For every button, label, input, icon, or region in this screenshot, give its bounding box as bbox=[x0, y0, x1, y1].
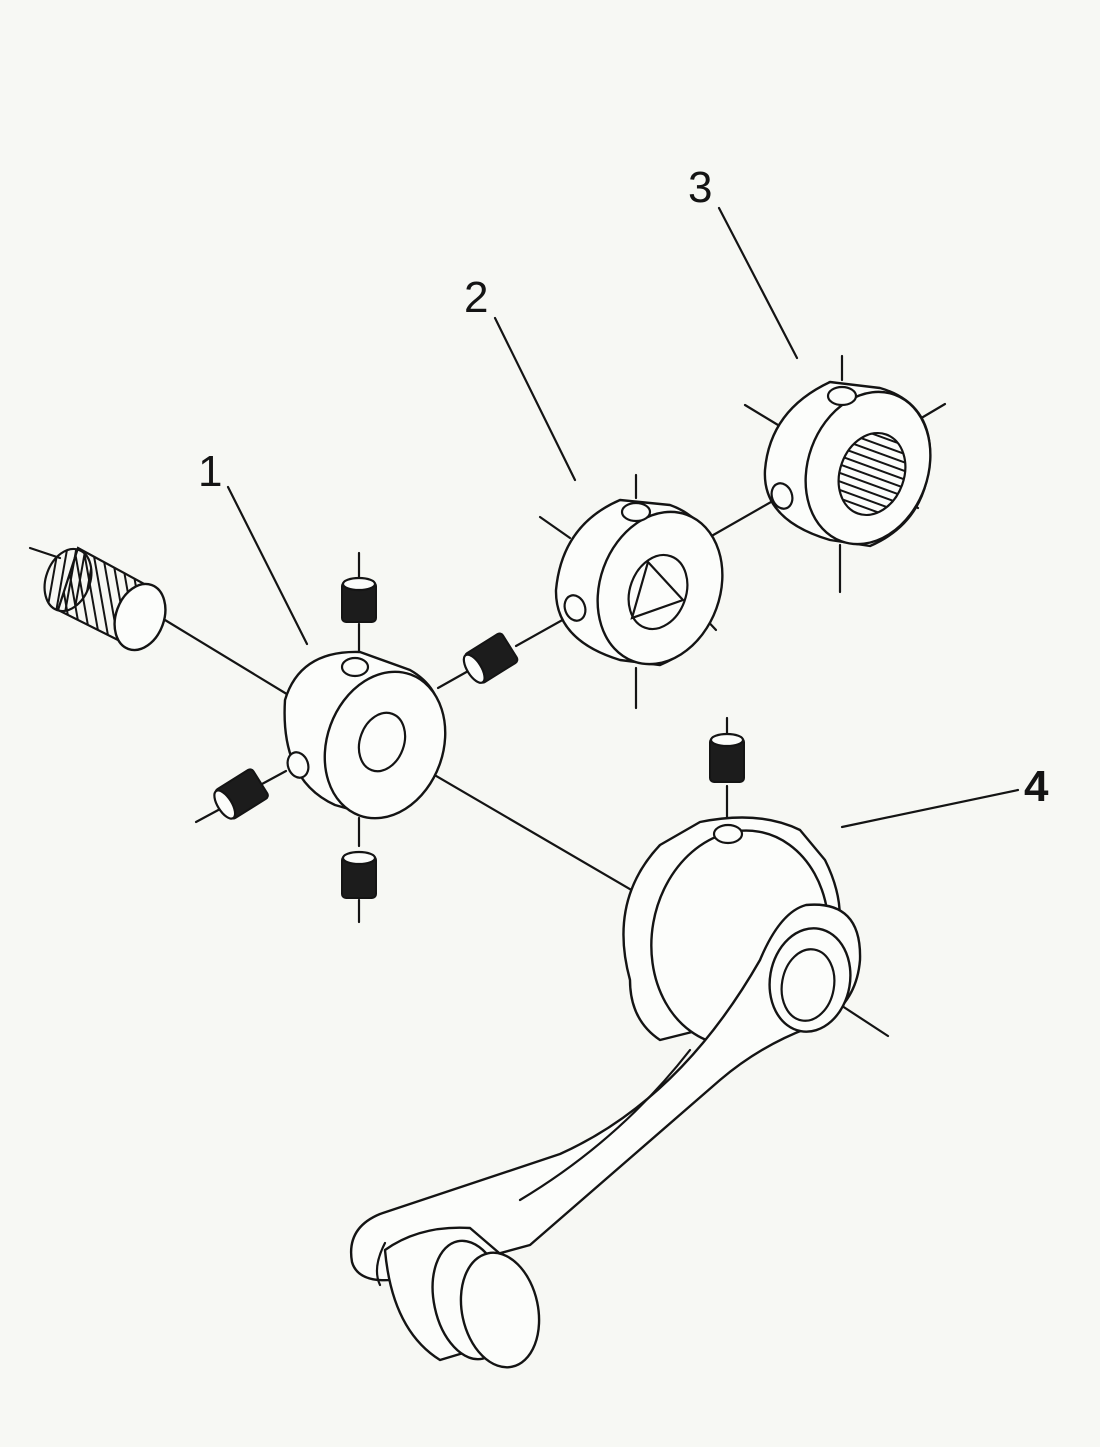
part-3-collar bbox=[743, 354, 947, 594]
part-label-1: 1 bbox=[198, 447, 223, 496]
part-2-collar bbox=[538, 473, 724, 710]
leader-line-1 bbox=[226, 485, 309, 646]
knurled-knob bbox=[43, 546, 167, 652]
part-4-crank-handle bbox=[349, 716, 862, 1369]
part-label-4: 4 bbox=[1024, 762, 1049, 811]
leader-line-4 bbox=[840, 788, 1020, 829]
part-1-collar bbox=[43, 546, 519, 924]
set-screw-top bbox=[341, 551, 377, 654]
part-label-3: 3 bbox=[688, 163, 713, 212]
leader-line-3 bbox=[717, 206, 799, 360]
set-screw-left bbox=[194, 768, 288, 824]
part-label-2: 2 bbox=[464, 273, 489, 322]
set-screw-bottom bbox=[341, 816, 377, 924]
set-screw-right bbox=[462, 632, 519, 684]
leader-line-2 bbox=[493, 316, 577, 482]
leader-lines bbox=[226, 206, 1020, 829]
set-screw-crank bbox=[709, 716, 745, 820]
